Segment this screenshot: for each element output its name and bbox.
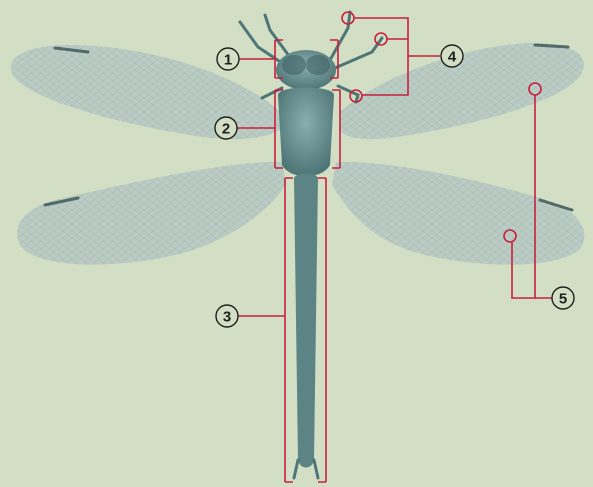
thorax <box>278 88 334 177</box>
callout-1-number: 1 <box>224 52 232 69</box>
abdomen <box>294 174 318 468</box>
callout-4-number: 4 <box>448 49 457 66</box>
callout-2-number: 2 <box>222 121 230 138</box>
callout-5-number: 5 <box>559 291 567 308</box>
callout-3-number: 3 <box>223 309 231 326</box>
